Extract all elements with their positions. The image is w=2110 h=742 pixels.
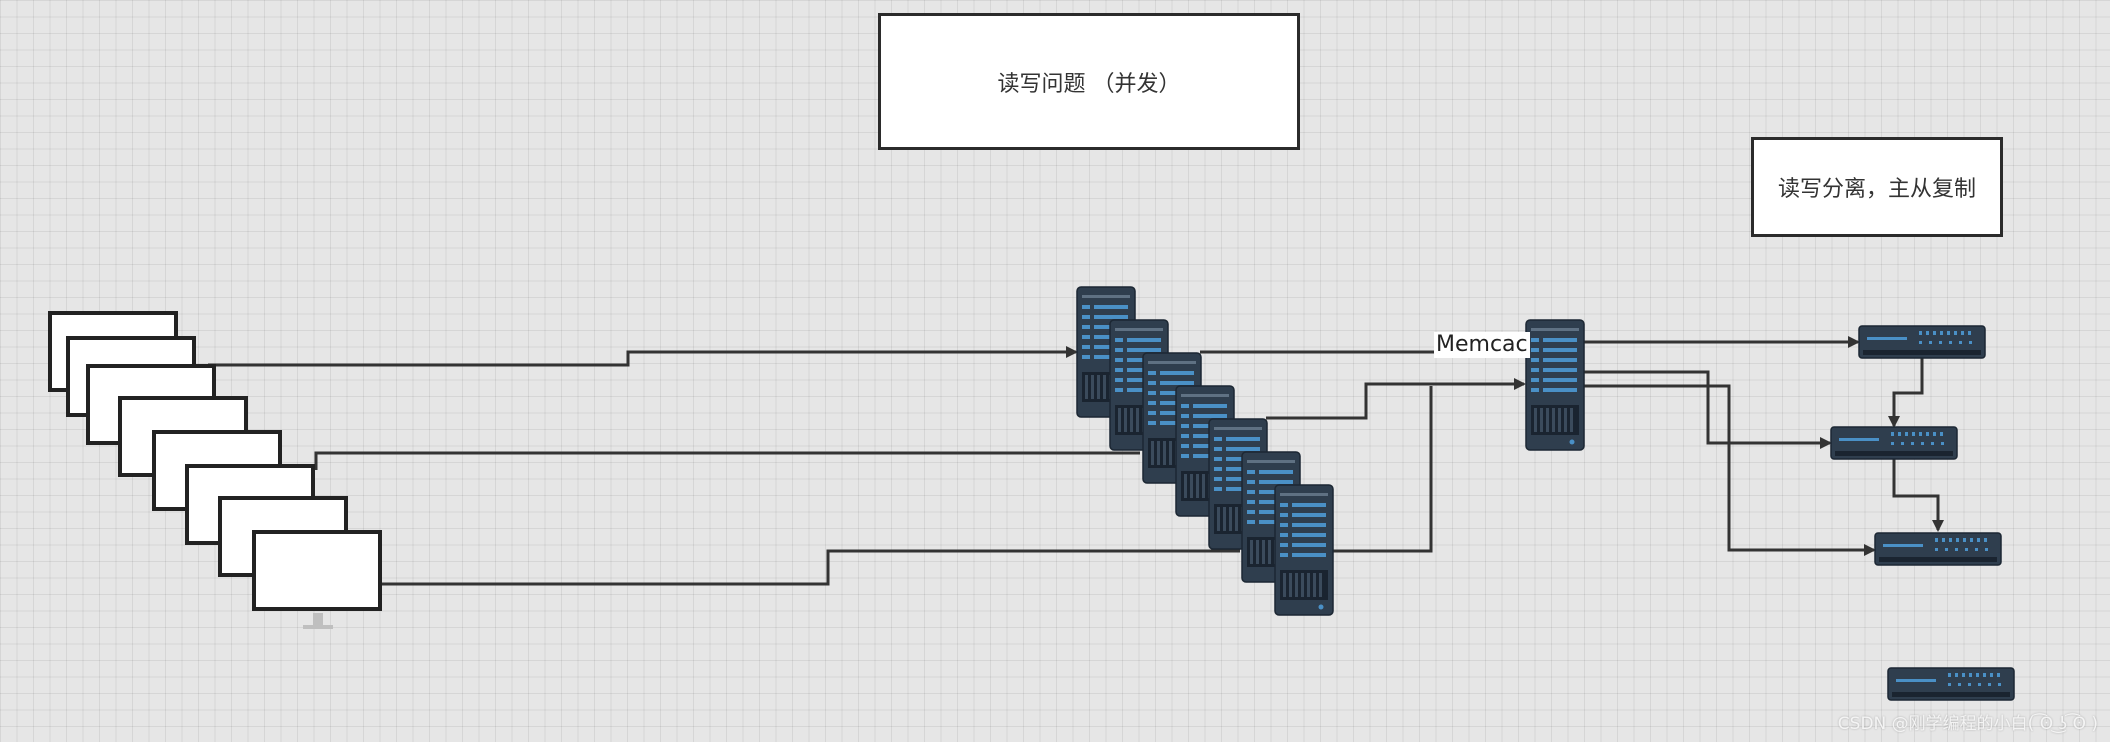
note-read-write-split-text: 读写分离，主从复制 (1777, 177, 1976, 202)
db-master-rack-icon[interactable] (1858, 325, 1986, 359)
edge-clients-to-app-last (380, 549, 1240, 586)
watermark: CSDN @刚学编程的小白( ͡ʘ ͜ʖ ͡ʘ ) (1837, 714, 2098, 734)
edge-db2-to-db3 (1892, 458, 1944, 532)
cache-server-icon[interactable] (1525, 319, 1585, 451)
monitor-icon[interactable] (252, 530, 382, 611)
note-read-write-problem[interactable]: 读写问题 （并发） (878, 13, 1300, 150)
edge-cache-to-db2 (1584, 370, 1832, 449)
edge-app-to-cache-low (1333, 386, 1433, 553)
edge-clients-to-app1 (208, 346, 1078, 367)
note-read-write-split[interactable]: 读写分离，主从复制 (1751, 137, 2003, 237)
monitor-stand-icon (303, 613, 333, 629)
db-slave-rack-icon[interactable] (1830, 426, 1958, 460)
app-server-group (1076, 286, 1334, 616)
db-spare-rack-icon[interactable] (1887, 667, 2015, 701)
edge-app-to-cache-mid (1266, 378, 1526, 420)
cache-label: Memcac (1434, 332, 1530, 358)
edge-db1-to-db2 (1888, 357, 1924, 428)
db-slave-rack-icon[interactable] (1874, 532, 2002, 566)
edge-clients-to-app-mid (314, 451, 1140, 470)
note-read-write-problem-text: 读写问题 （并发） (997, 71, 1181, 97)
edge-cache-to-db3 (1584, 384, 1876, 556)
server-tower-icon[interactable] (1274, 484, 1334, 616)
client-group (48, 311, 382, 629)
